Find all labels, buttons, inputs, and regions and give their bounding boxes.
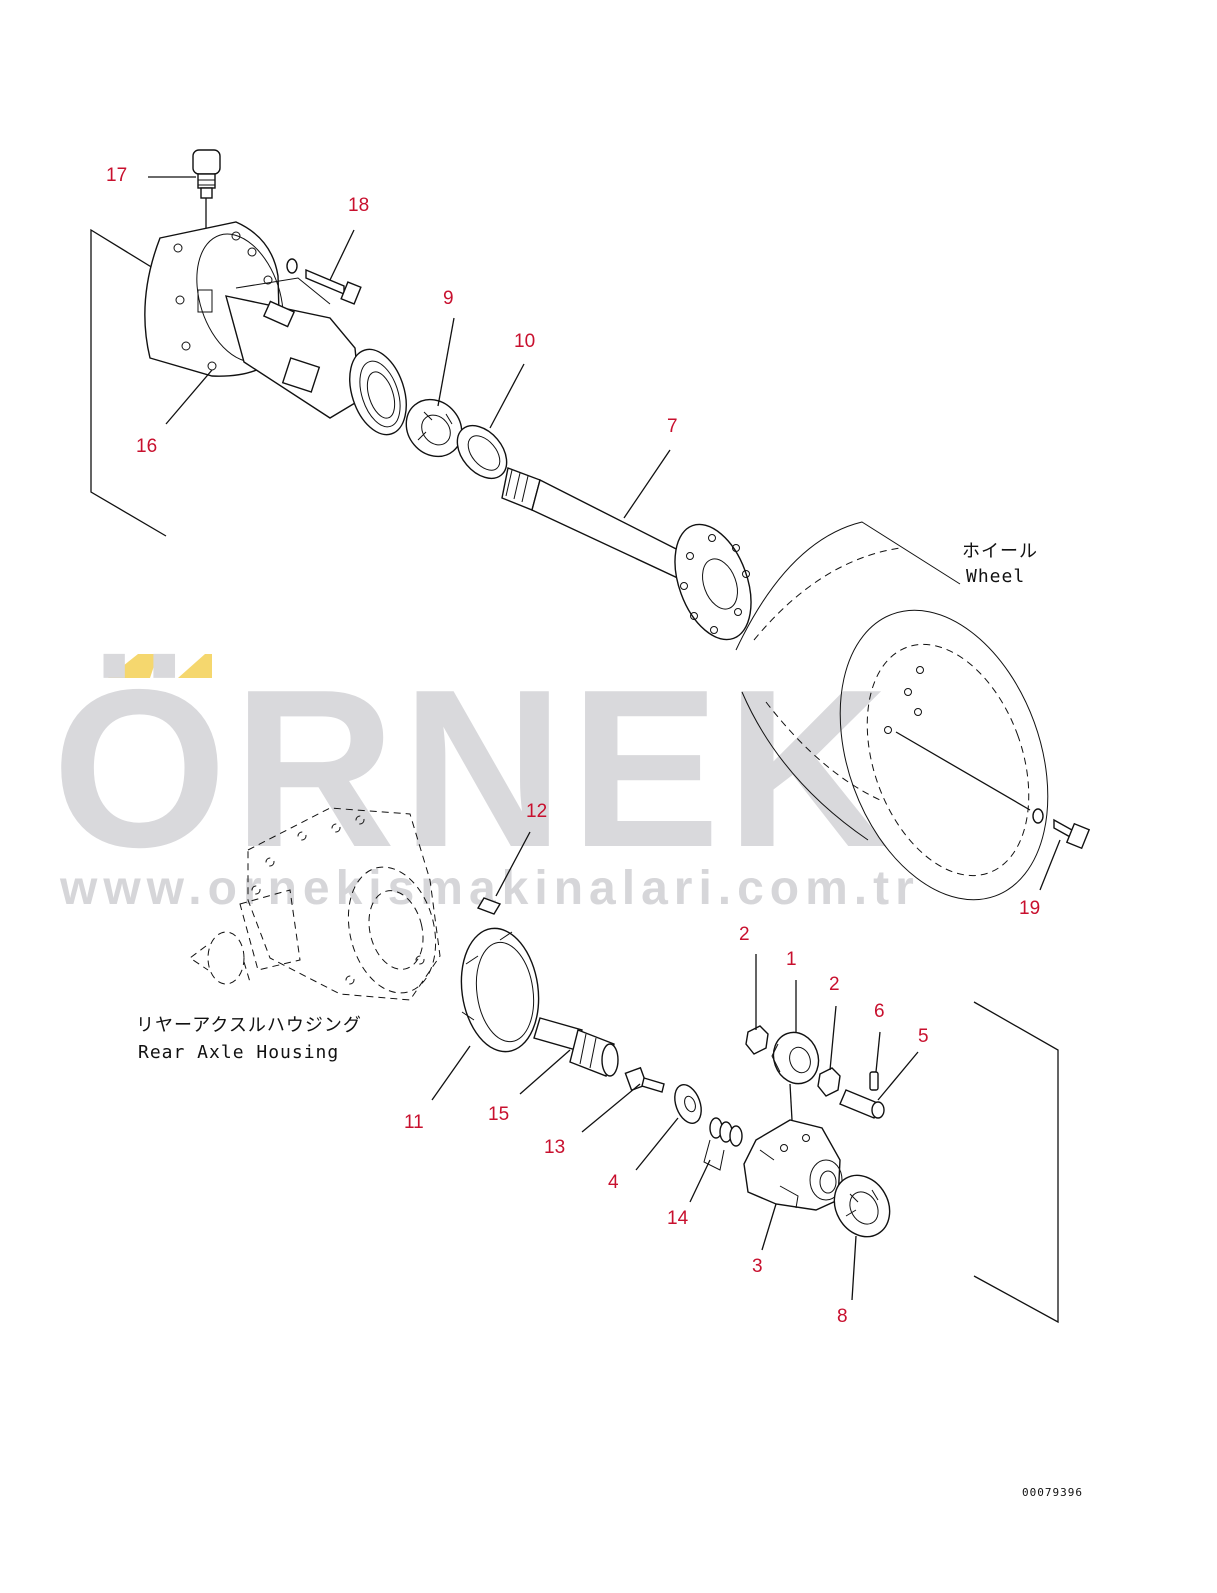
rear-axle-housing-outline: [189, 807, 441, 1001]
callout-5: 5: [918, 1026, 929, 1047]
part-19-hub-bolt: [895, 731, 1091, 850]
group-bracket-top: [90, 228, 167, 537]
callout-11: 11: [404, 1112, 424, 1133]
callout-12: 12: [526, 801, 547, 822]
part-17-breather: [192, 149, 221, 228]
group-bracket-bottom: [973, 1001, 1059, 1324]
housing-label-en: Rear Axle Housing: [138, 1042, 339, 1063]
callout-6: 6: [874, 1001, 885, 1022]
watermark-accent-left: [108, 654, 158, 678]
callout-18: 18: [348, 195, 369, 216]
callout-9: 9: [443, 288, 454, 309]
callout-2-left: 2: [739, 924, 750, 945]
wheel-label-en: Wheel: [966, 566, 1025, 587]
document-number: 00079396: [1022, 1486, 1083, 1499]
leader-lines: [148, 176, 1061, 1301]
callout-19: 19: [1019, 898, 1040, 919]
part-2-nut-b: [817, 1067, 841, 1097]
callout-16: 16: [136, 436, 157, 457]
callout-17: 17: [106, 165, 127, 186]
part-12-pin: [476, 897, 502, 915]
wheel-outline: [735, 521, 1049, 901]
part-14-shims: [703, 1117, 743, 1171]
part-2-nut-a: [745, 1025, 769, 1055]
part-18-bolt: [286, 258, 362, 305]
part-1-planet-gear: [771, 1031, 820, 1085]
part-3-planet-carrier: [743, 1119, 843, 1211]
watermark: ÖRNEK www.ornekismakinalari.com.tr: [52, 642, 914, 915]
part-4-thrust-washer: [674, 1084, 702, 1124]
part-10-seal: [456, 424, 508, 480]
part-5-planet-shaft: [839, 1089, 885, 1119]
callout-13: 13: [544, 1137, 565, 1158]
callout-15: 15: [488, 1104, 509, 1125]
part-8-bearing: [833, 1174, 891, 1238]
part-15-sun-gear-shaft: [533, 1017, 619, 1077]
callout-4: 4: [608, 1172, 619, 1193]
part-6-pin: [869, 1071, 879, 1091]
callout-8: 8: [837, 1306, 848, 1327]
callout-14: 14: [667, 1208, 689, 1229]
part-16-axle-housing: [144, 221, 407, 436]
callouts: 17 18 16 9 10 7 19 12 11 15 13 4 14 2 1 …: [106, 165, 1040, 1327]
callout-1: 1: [786, 949, 797, 970]
part-11-ring-gear: [460, 927, 540, 1053]
watermark-brand: ÖRNEK: [52, 642, 895, 894]
part-9-bearing: [405, 398, 463, 458]
callout-2-right: 2: [829, 974, 840, 995]
callout-7: 7: [667, 416, 678, 437]
wheel-label-jp: ホイール: [962, 541, 1038, 562]
part-13-bolt: [624, 1066, 665, 1093]
part-7-axle-shaft: [501, 467, 752, 641]
callout-10: 10: [514, 331, 535, 352]
watermark-accent-right: [178, 654, 212, 678]
housing-label-jp: リヤーアクスルハウジング: [136, 1015, 362, 1036]
callout-3: 3: [752, 1256, 763, 1277]
